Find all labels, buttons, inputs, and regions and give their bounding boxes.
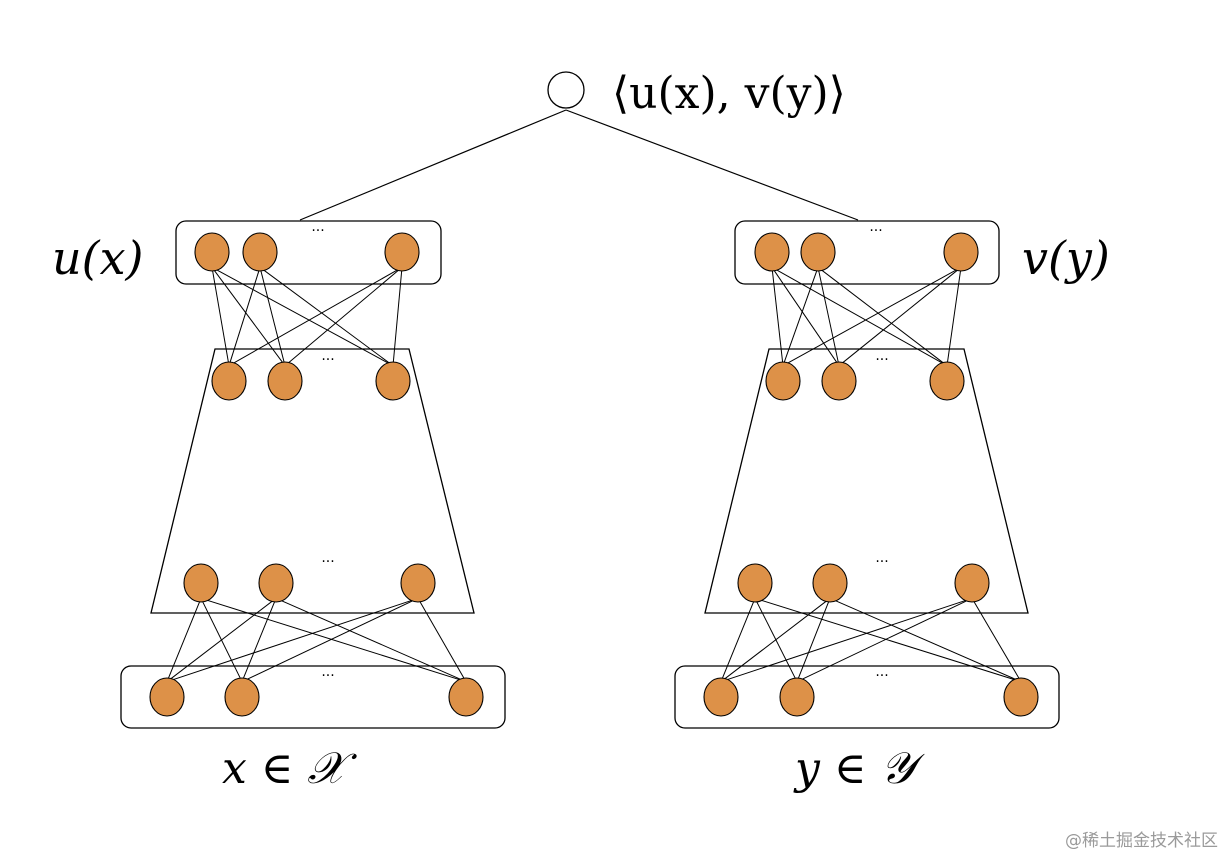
right-input-label: y ∈ 𝒴 bbox=[793, 743, 925, 794]
left-input-ellipsis: ··· bbox=[321, 668, 334, 684]
left-input-edge bbox=[166, 597, 419, 683]
left-embedding-edge bbox=[284, 266, 403, 367]
left-input-node bbox=[149, 677, 185, 717]
right-input-edge bbox=[720, 597, 831, 683]
right-input-node bbox=[779, 677, 815, 717]
right-input-edge bbox=[754, 597, 1022, 683]
right-lower-hidden-node bbox=[954, 563, 990, 603]
right-lower-hidden-node bbox=[812, 563, 848, 603]
right-lower-hidden-node bbox=[737, 563, 773, 603]
left-input-edge bbox=[417, 598, 467, 682]
right-input-edge bbox=[796, 597, 973, 683]
left-tower-body bbox=[150, 348, 475, 614]
link-output-right bbox=[565, 109, 859, 221]
right-embedding-label: v(y) bbox=[1022, 231, 1110, 285]
right-input-edge bbox=[796, 598, 831, 682]
left-embedding-edge bbox=[211, 267, 230, 366]
left-input-box bbox=[120, 665, 506, 729]
right-lower-hidden-ellipsis: ··· bbox=[875, 554, 888, 570]
right-input-node bbox=[1003, 677, 1039, 717]
left-input-edge bbox=[241, 597, 419, 683]
left-input-label: x ∈ 𝒳 bbox=[222, 743, 357, 794]
right-embedding-edge bbox=[817, 266, 948, 367]
left-embedding-label: u(x) bbox=[52, 231, 143, 285]
right-input-edge bbox=[971, 598, 1022, 682]
right-upper-hidden-ellipsis: ··· bbox=[875, 352, 888, 368]
right-input-edge bbox=[720, 598, 756, 682]
right-embedding-edge bbox=[771, 267, 784, 366]
left-upper-hidden-node bbox=[267, 361, 303, 401]
output-label: ⟨u(x), v(y)⟩ bbox=[612, 68, 846, 119]
watermark: @稀土掘金技术社区 bbox=[1065, 831, 1218, 851]
left-embedding-edge bbox=[228, 267, 261, 366]
left-embedding-node bbox=[194, 232, 230, 272]
left-embedding-edge bbox=[211, 266, 394, 367]
right-embedding-box bbox=[734, 220, 1000, 285]
left-embedding-edge bbox=[259, 266, 394, 367]
left-upper-hidden-node bbox=[211, 361, 247, 401]
left-input-edge bbox=[200, 597, 467, 683]
left-input-node bbox=[224, 677, 260, 717]
link-output-left bbox=[299, 109, 567, 221]
left-upper-hidden-ellipsis: ··· bbox=[321, 352, 334, 368]
left-lower-hidden-ellipsis: ··· bbox=[321, 554, 334, 570]
right-tower: ··· ··· ··· ··· bbox=[674, 220, 1060, 729]
right-upper-hidden-node bbox=[929, 361, 965, 401]
left-embedding-ellipsis: ··· bbox=[311, 223, 324, 239]
right-embedding-edge bbox=[782, 267, 819, 366]
right-embedding-edge bbox=[817, 267, 840, 366]
right-tower-body bbox=[704, 348, 1029, 614]
right-input-edge bbox=[829, 597, 1022, 683]
left-upper-hidden-node bbox=[375, 361, 411, 401]
right-embedding-edge bbox=[838, 266, 962, 367]
left-lower-hidden-node bbox=[258, 563, 294, 603]
right-embedding-ellipsis: ··· bbox=[869, 223, 882, 239]
left-embedding-edge bbox=[392, 267, 403, 366]
right-input-node bbox=[703, 677, 739, 717]
left-embedding-edge bbox=[211, 267, 286, 366]
right-embedding-edge bbox=[771, 266, 948, 367]
left-input-edge bbox=[166, 598, 202, 682]
left-input-edge bbox=[275, 597, 467, 683]
output-node bbox=[547, 71, 585, 109]
left-embedding-box bbox=[175, 220, 442, 285]
left-lower-hidden-node bbox=[400, 563, 436, 603]
right-embedding-node bbox=[754, 232, 790, 272]
left-embedding-node bbox=[242, 232, 278, 272]
right-embedding-edge bbox=[771, 267, 840, 366]
left-embedding-edge bbox=[259, 267, 286, 366]
right-embedding-edge bbox=[946, 267, 962, 366]
right-embedding-edge bbox=[782, 266, 962, 367]
right-input-ellipsis: ··· bbox=[875, 668, 888, 684]
left-input-edge bbox=[166, 597, 277, 683]
right-embedding-node bbox=[943, 232, 979, 272]
left-input-edge bbox=[241, 598, 277, 682]
left-embedding-edge bbox=[228, 266, 403, 367]
right-upper-hidden-node bbox=[821, 361, 857, 401]
left-tower: ··· ··· ··· ··· bbox=[120, 220, 506, 729]
right-input-box bbox=[674, 665, 1060, 729]
left-embedding-node bbox=[384, 232, 420, 272]
right-embedding-node bbox=[800, 232, 836, 272]
right-upper-hidden-node bbox=[765, 361, 801, 401]
right-input-edge bbox=[720, 597, 973, 683]
left-lower-hidden-node bbox=[183, 563, 219, 603]
left-input-node bbox=[448, 677, 484, 717]
